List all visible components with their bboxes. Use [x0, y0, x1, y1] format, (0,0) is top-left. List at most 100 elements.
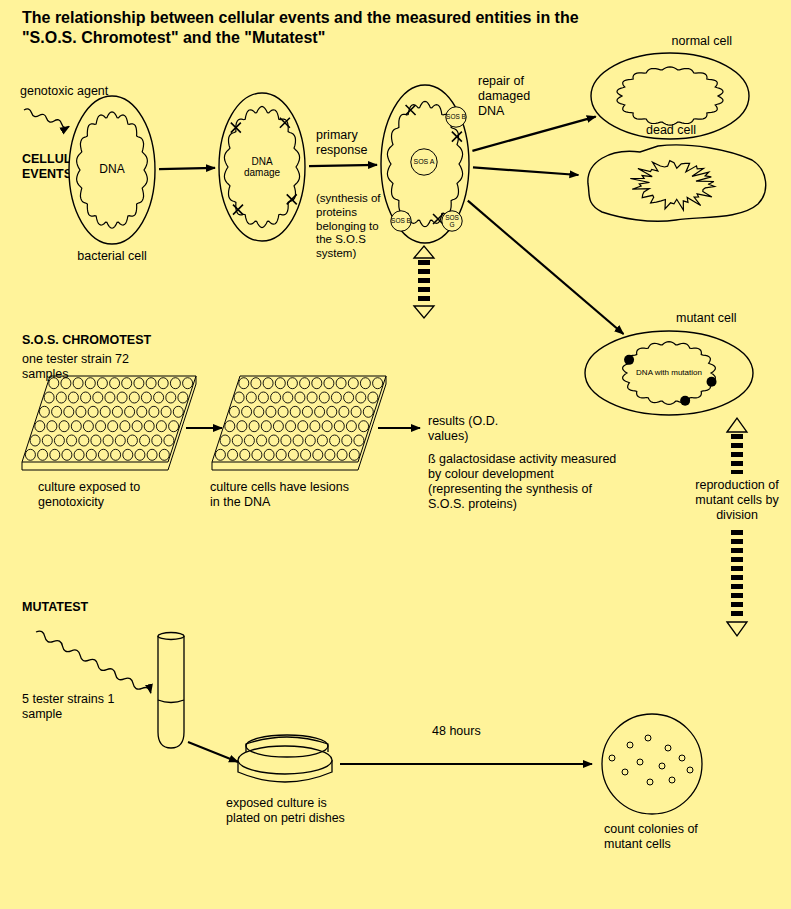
cell-caption: mutant cell — [676, 311, 736, 325]
plate-well — [290, 406, 300, 417]
diagram-title: The relationship between cellular events… — [22, 8, 582, 48]
plate-well — [122, 378, 132, 389]
dna-loop — [224, 107, 299, 228]
plate-well — [54, 435, 64, 446]
colony — [627, 742, 633, 748]
plate-well — [330, 435, 340, 446]
process-label: reproduction of mutant cells by division — [694, 478, 780, 523]
plate-well — [305, 435, 315, 446]
plate-well — [266, 406, 276, 417]
plate-well — [257, 435, 267, 446]
microplate — [22, 376, 196, 462]
plate-well — [360, 378, 370, 389]
plate-well — [156, 421, 166, 432]
plate-well — [93, 392, 103, 403]
sos-cell: SOS ASOS BSOS BSOS G — [380, 84, 470, 244]
lesion-mark — [406, 105, 416, 115]
edge-label: primary response — [316, 128, 380, 158]
plate-well — [71, 421, 81, 432]
plate-well — [242, 406, 252, 417]
plate-well — [261, 421, 271, 432]
plate-well — [50, 449, 60, 460]
plate-well — [373, 378, 383, 389]
plate-well — [158, 378, 168, 389]
plate-well — [310, 421, 320, 432]
cell-wall — [69, 96, 155, 244]
plate-well — [147, 449, 157, 460]
plate-well — [368, 392, 378, 403]
plate-well — [154, 392, 164, 403]
broken-dna — [630, 161, 714, 210]
plate-well — [83, 421, 93, 432]
plate-well — [239, 378, 249, 389]
damaged-cell: DNA damage — [218, 92, 306, 242]
plate-well — [339, 406, 349, 417]
plate-well — [112, 406, 122, 417]
plate-well — [288, 449, 298, 460]
note-text: one tester strain 72 samples — [22, 352, 132, 382]
plate-well — [225, 421, 235, 432]
cell-wall — [381, 85, 469, 243]
plate-well — [286, 421, 296, 432]
plate-well — [302, 406, 312, 417]
note-text: 5 tester strains 1 sample — [22, 692, 132, 722]
flow-arrow — [159, 168, 215, 169]
plate-well — [244, 435, 254, 446]
lesion-mark — [231, 123, 241, 133]
plate-well — [67, 435, 77, 446]
section-heading: MUTATEST — [22, 600, 142, 615]
sos-protein: SOS A — [410, 148, 438, 176]
plate-well — [234, 392, 244, 403]
colony — [659, 763, 665, 769]
plate-well — [276, 449, 286, 460]
circle-outline — [411, 149, 437, 175]
plate-well — [35, 421, 45, 432]
plate-well — [278, 406, 288, 417]
step-label: exposed culture is plated on petri dishe… — [226, 796, 346, 826]
plate-well — [129, 392, 139, 403]
plate-well — [300, 378, 310, 389]
protein-label: SOS A — [413, 158, 434, 166]
plate-well — [246, 392, 256, 403]
plate-well — [52, 406, 62, 417]
edge-label: repair of damaged DNA — [478, 74, 540, 119]
colony — [622, 769, 628, 775]
protein-label: SOS G — [442, 214, 462, 228]
colony — [679, 755, 685, 761]
plate-well — [281, 435, 291, 446]
plate-well — [125, 406, 135, 417]
plate-well — [39, 406, 49, 417]
cell-wall — [219, 93, 305, 241]
plate-well — [337, 449, 347, 460]
plate-side — [22, 376, 196, 470]
plate-well — [264, 449, 274, 460]
plate-well — [134, 378, 144, 389]
plate-well — [79, 435, 89, 446]
plate-well — [351, 406, 361, 417]
plate-well — [258, 392, 268, 403]
cell-text: DNA damage — [233, 156, 291, 178]
plate-well — [120, 421, 130, 432]
plate-well — [349, 449, 359, 460]
plate-well — [38, 449, 48, 460]
plate-well — [127, 435, 137, 446]
plate-well — [62, 449, 72, 460]
plate-well — [103, 435, 113, 446]
plate-well — [25, 449, 35, 460]
plate-well — [229, 406, 239, 417]
plate-well — [88, 406, 98, 417]
plate-well — [346, 421, 356, 432]
cell-wall — [591, 53, 749, 139]
plate-well — [228, 449, 238, 460]
dna-loop — [77, 112, 148, 228]
plate-well — [307, 392, 317, 403]
sos-protein: SOS G — [441, 210, 463, 232]
plate-well — [215, 449, 225, 460]
plate-well — [271, 392, 281, 403]
cell-caption: bacterial cell — [77, 249, 146, 263]
lesion-mark — [452, 132, 462, 142]
plate-well — [137, 406, 147, 417]
plate-well — [115, 435, 125, 446]
dead-cell-outline — [580, 142, 772, 222]
microplate — [212, 376, 386, 462]
